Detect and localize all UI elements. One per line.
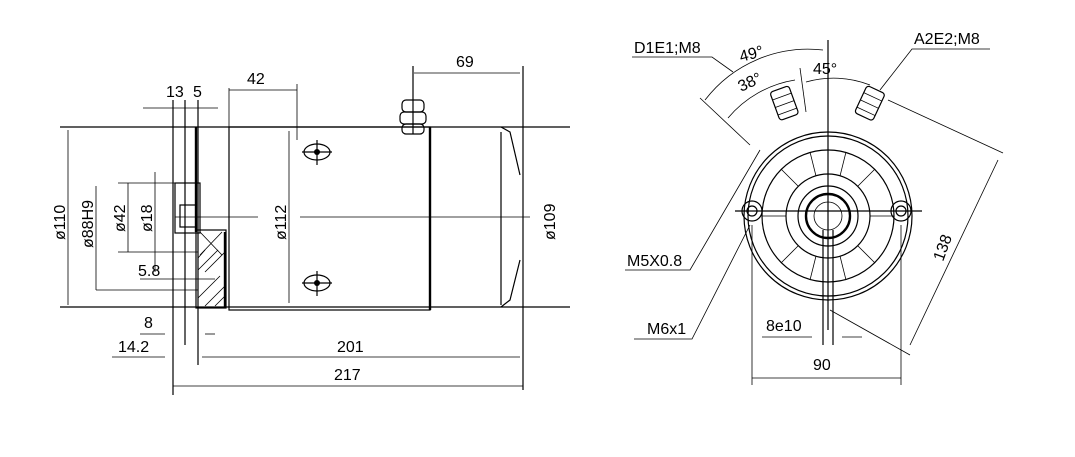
dim-69: 69 <box>456 54 474 71</box>
label-m6x1: M6x1 <box>647 321 686 338</box>
end-view: D1E1;M8 A2E2;M8 M5X0.8 M6x1 49° 38° 45° … <box>625 31 1004 385</box>
dim-5-8: 5.8 <box>138 263 160 280</box>
arc-38 <box>727 79 796 119</box>
arc-49 <box>704 48 824 101</box>
dim-138: 138 <box>931 232 956 263</box>
terminal-d1e1 <box>770 85 799 121</box>
dim-5: 5 <box>193 84 202 101</box>
dim-dia-112: ø112 <box>273 205 290 240</box>
dim-dia-110: ø110 <box>52 205 69 240</box>
ext-138-top <box>887 99 1004 154</box>
dim-dia-88h9: ø88H9 <box>80 200 97 248</box>
leader-a2e2 <box>879 48 990 91</box>
dim-dia-109: ø109 <box>542 203 559 240</box>
screw-top <box>302 140 332 165</box>
dim-42: 42 <box>247 71 265 88</box>
leader-m6 <box>634 224 751 340</box>
dim-201: 201 <box>337 339 364 356</box>
label-d1e1: D1E1;M8 <box>634 40 701 57</box>
dim-line-138 <box>909 159 999 346</box>
bolt-right <box>890 200 912 222</box>
dim-dia-42: ø42 <box>112 204 129 232</box>
bolt-left <box>741 200 763 222</box>
angle-49: 49° <box>738 43 766 66</box>
terminal-a2e2 <box>854 85 885 121</box>
screw-bottom <box>302 271 332 296</box>
angle-45: 45° <box>813 61 837 78</box>
leader-m5 <box>625 149 761 271</box>
dim-217: 217 <box>334 367 361 384</box>
vent-ribs <box>762 151 894 281</box>
angle-ext-line-2 <box>799 67 807 113</box>
label-a2e2: A2E2;M8 <box>914 31 980 48</box>
side-view: 42 69 13 5 ø110 ø88H9 ø42 ø18 5.8 ø112 ø… <box>52 54 570 395</box>
flange <box>172 100 227 395</box>
dim-90: 90 <box>813 357 831 374</box>
label-m5x0-8: M5X0.8 <box>627 253 682 270</box>
end-cap-curve <box>500 126 521 308</box>
dim-dia-18: ø18 <box>139 204 156 232</box>
dim-8: 8 <box>144 315 153 332</box>
dim-8e10: 8e10 <box>766 318 802 335</box>
dim-13: 13 <box>166 84 184 101</box>
arc-45 <box>805 77 871 86</box>
angle-ext-line <box>699 97 751 146</box>
ext-138-bottom <box>829 309 911 356</box>
leader-d1e1 <box>632 56 734 73</box>
dim-14-2: 14.2 <box>118 339 149 356</box>
terminal-stud <box>399 66 427 135</box>
